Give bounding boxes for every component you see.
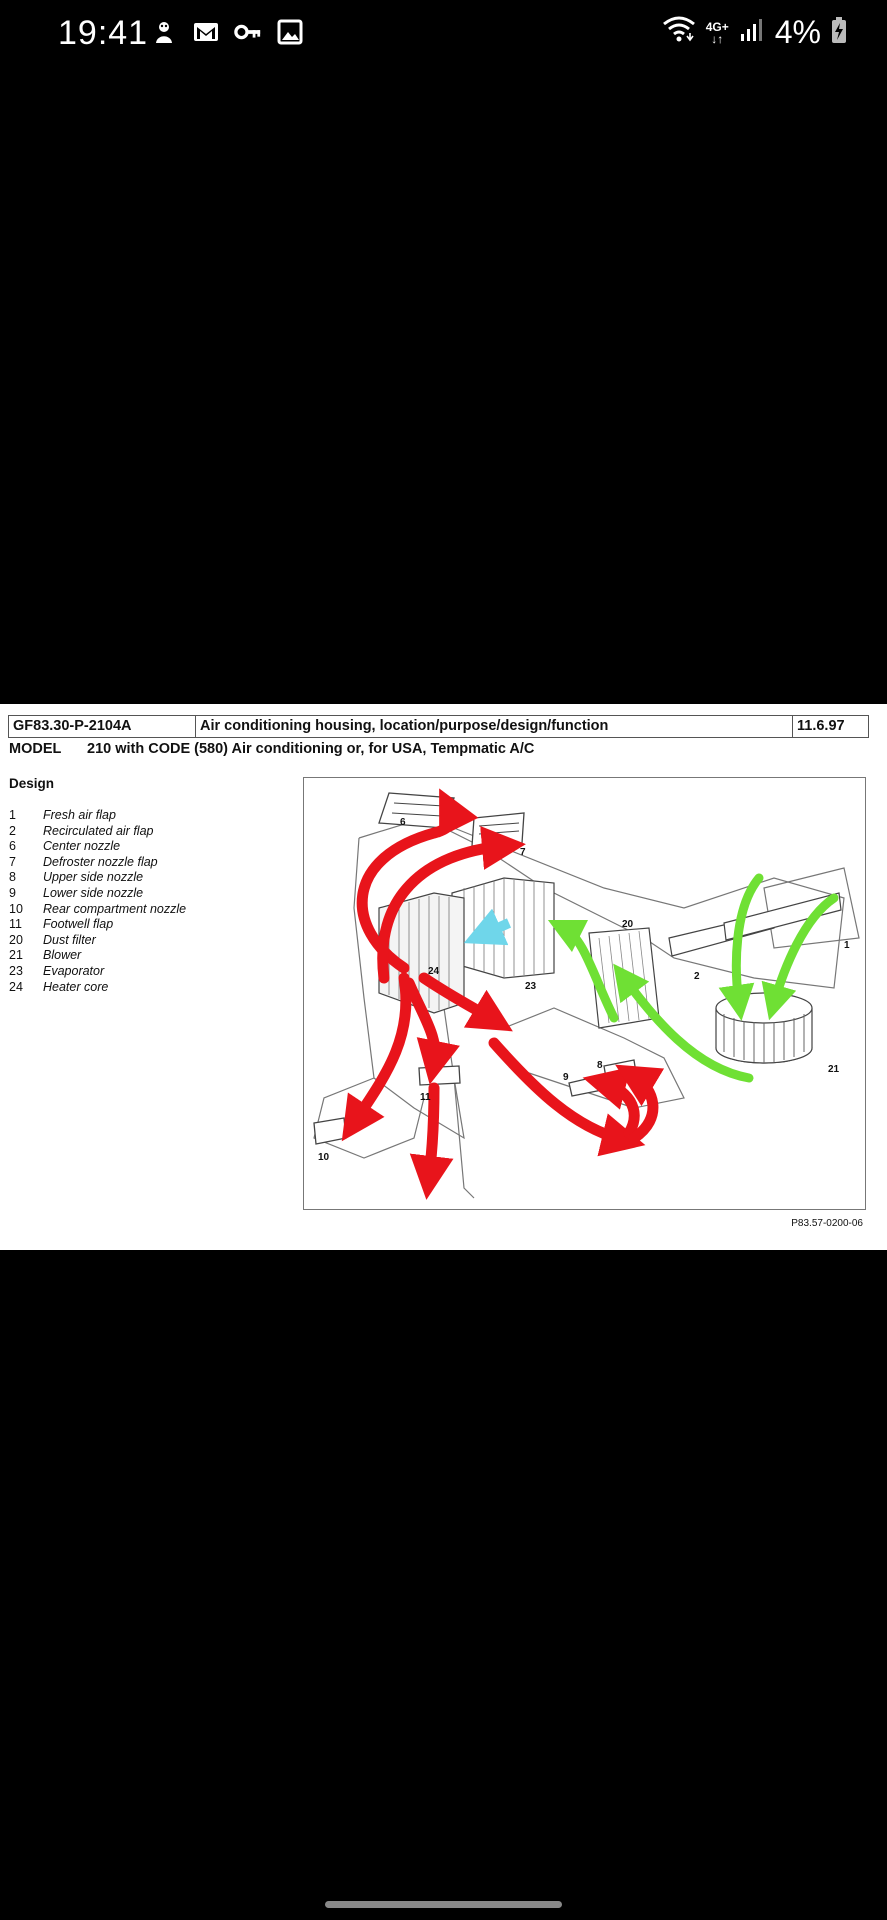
model-row: MODEL 210 with CODE (580) Air conditionin… <box>9 741 534 757</box>
legend-num: 9 <box>9 885 16 900</box>
signal-icon <box>739 17 765 48</box>
lower-side-nozzle <box>568 1075 603 1097</box>
legend-text: Blower <box>43 948 82 963</box>
legend-text: Footwell flap <box>43 917 114 932</box>
legend-item: 7 Defroster nozzle flap <box>9 855 186 871</box>
legend-num: 11 <box>9 917 22 932</box>
legend-num: 6 <box>9 839 16 854</box>
legend-item: 11 Footwell flap <box>9 917 186 933</box>
legend-num: 24 <box>9 979 23 994</box>
label-24: 24 <box>428 966 440 977</box>
document-id: GF83.30-P-2104A <box>9 716 196 737</box>
legend-item: 6 Center nozzle <box>9 839 186 855</box>
ac-housing-diagram: 6 7 20 1 2 24 23 21 8 9 11 10 <box>303 777 866 1210</box>
legend-text: Upper side nozzle <box>43 870 144 885</box>
document-image[interactable]: GF83.30-P-2104A Air conditioning housing… <box>0 704 887 1250</box>
blower <box>715 992 813 1064</box>
legend-num: 7 <box>9 854 16 869</box>
diagram-svg: 6 7 20 1 2 24 23 21 8 9 11 10 <box>313 788 860 1200</box>
legend-text: Fresh air flap <box>43 808 116 822</box>
legend-text: Evaporator <box>43 963 105 978</box>
legend-item: 20 Dust filter <box>9 933 186 949</box>
legend-item: 1 Fresh air flap <box>9 808 186 824</box>
document-header: GF83.30-P-2104A Air conditioning housing… <box>8 715 869 738</box>
network-type: 4G+↓↑ <box>705 19 729 46</box>
legend-text: Dust filter <box>43 932 96 947</box>
gmail-icon <box>192 18 220 46</box>
gallery-icon <box>276 18 304 46</box>
label-8: 8 <box>597 1060 603 1071</box>
legend-item: 24 Heater core <box>9 980 186 996</box>
label-2: 2 <box>694 971 700 982</box>
label-9: 9 <box>563 1072 569 1083</box>
legend-item: 10 Rear compartment nozzle <box>9 902 186 918</box>
document-title: Air conditioning housing, location/purpo… <box>196 716 793 737</box>
legend-num: 2 <box>9 823 16 838</box>
label-21: 21 <box>828 1064 840 1075</box>
legend-text: Recirculated air flap <box>43 823 154 838</box>
figure-code: P83.57-0200-06 <box>791 1218 863 1229</box>
label-1: 1 <box>844 940 850 951</box>
label-7: 7 <box>520 847 526 858</box>
model-label: MODEL <box>9 741 62 757</box>
legend-num: 23 <box>9 963 23 978</box>
status-time: 19:41 <box>58 14 149 52</box>
vpn-key-icon <box>234 18 262 46</box>
fresh-air-flap <box>723 892 842 941</box>
label-11: 11 <box>420 1092 431 1103</box>
label-6: 6 <box>400 817 406 828</box>
cool-air-arrow <box>463 908 512 946</box>
center-nozzle <box>378 792 455 829</box>
legend-num: 20 <box>9 932 23 947</box>
legend-text: Heater core <box>43 979 109 994</box>
label-20: 20 <box>622 919 634 930</box>
model-value: 210 with CODE (580) Air conditioning or,… <box>87 741 535 757</box>
legend-item: 21 Blower <box>9 948 186 964</box>
wifi-icon <box>662 16 696 49</box>
footwell-flap <box>418 1065 461 1086</box>
fresh-air-arrows <box>547 873 839 1083</box>
battery-percent: 4% <box>774 14 821 50</box>
legend-text: Center nozzle <box>43 839 121 854</box>
legend-item: 2 Recirculated air flap <box>9 824 186 840</box>
label-23: 23 <box>525 981 537 992</box>
legend-item: 9 Lower side nozzle <box>9 886 186 902</box>
legend-item: 23 Evaporator <box>9 964 186 980</box>
rear-nozzle <box>313 1117 347 1145</box>
label-10: 10 <box>318 1152 330 1163</box>
legend-item: 8 Upper side nozzle <box>9 870 186 886</box>
legend-text: Lower side nozzle <box>43 885 144 900</box>
legend-num: 1 <box>9 808 16 822</box>
legend-num: 21 <box>9 948 23 963</box>
home-indicator[interactable] <box>325 1901 562 1908</box>
battery-charging-icon <box>831 16 847 49</box>
legend-num: 10 <box>9 901 23 916</box>
notification-icons <box>150 18 304 46</box>
warm-air-arrows <box>341 788 665 1200</box>
network-type-label: 4G+ <box>705 19 729 34</box>
legend-num: 8 <box>9 870 16 885</box>
legend: 1 Fresh air flap 2 Recirculated air flap 6… <box>9 808 186 995</box>
legend-text: Rear compartment nozzle <box>43 901 187 916</box>
section-heading: Design <box>9 776 55 791</box>
status-bar: 19:41 4G+↓↑ 4% <box>0 0 887 70</box>
document-date: 11.6.97 <box>797 718 845 734</box>
android-notification-icon <box>150 18 178 46</box>
legend-text: Defroster nozzle flap <box>43 854 158 869</box>
status-right: 4G+↓↑ 4% <box>662 14 847 51</box>
defroster-nozzle <box>471 812 525 847</box>
